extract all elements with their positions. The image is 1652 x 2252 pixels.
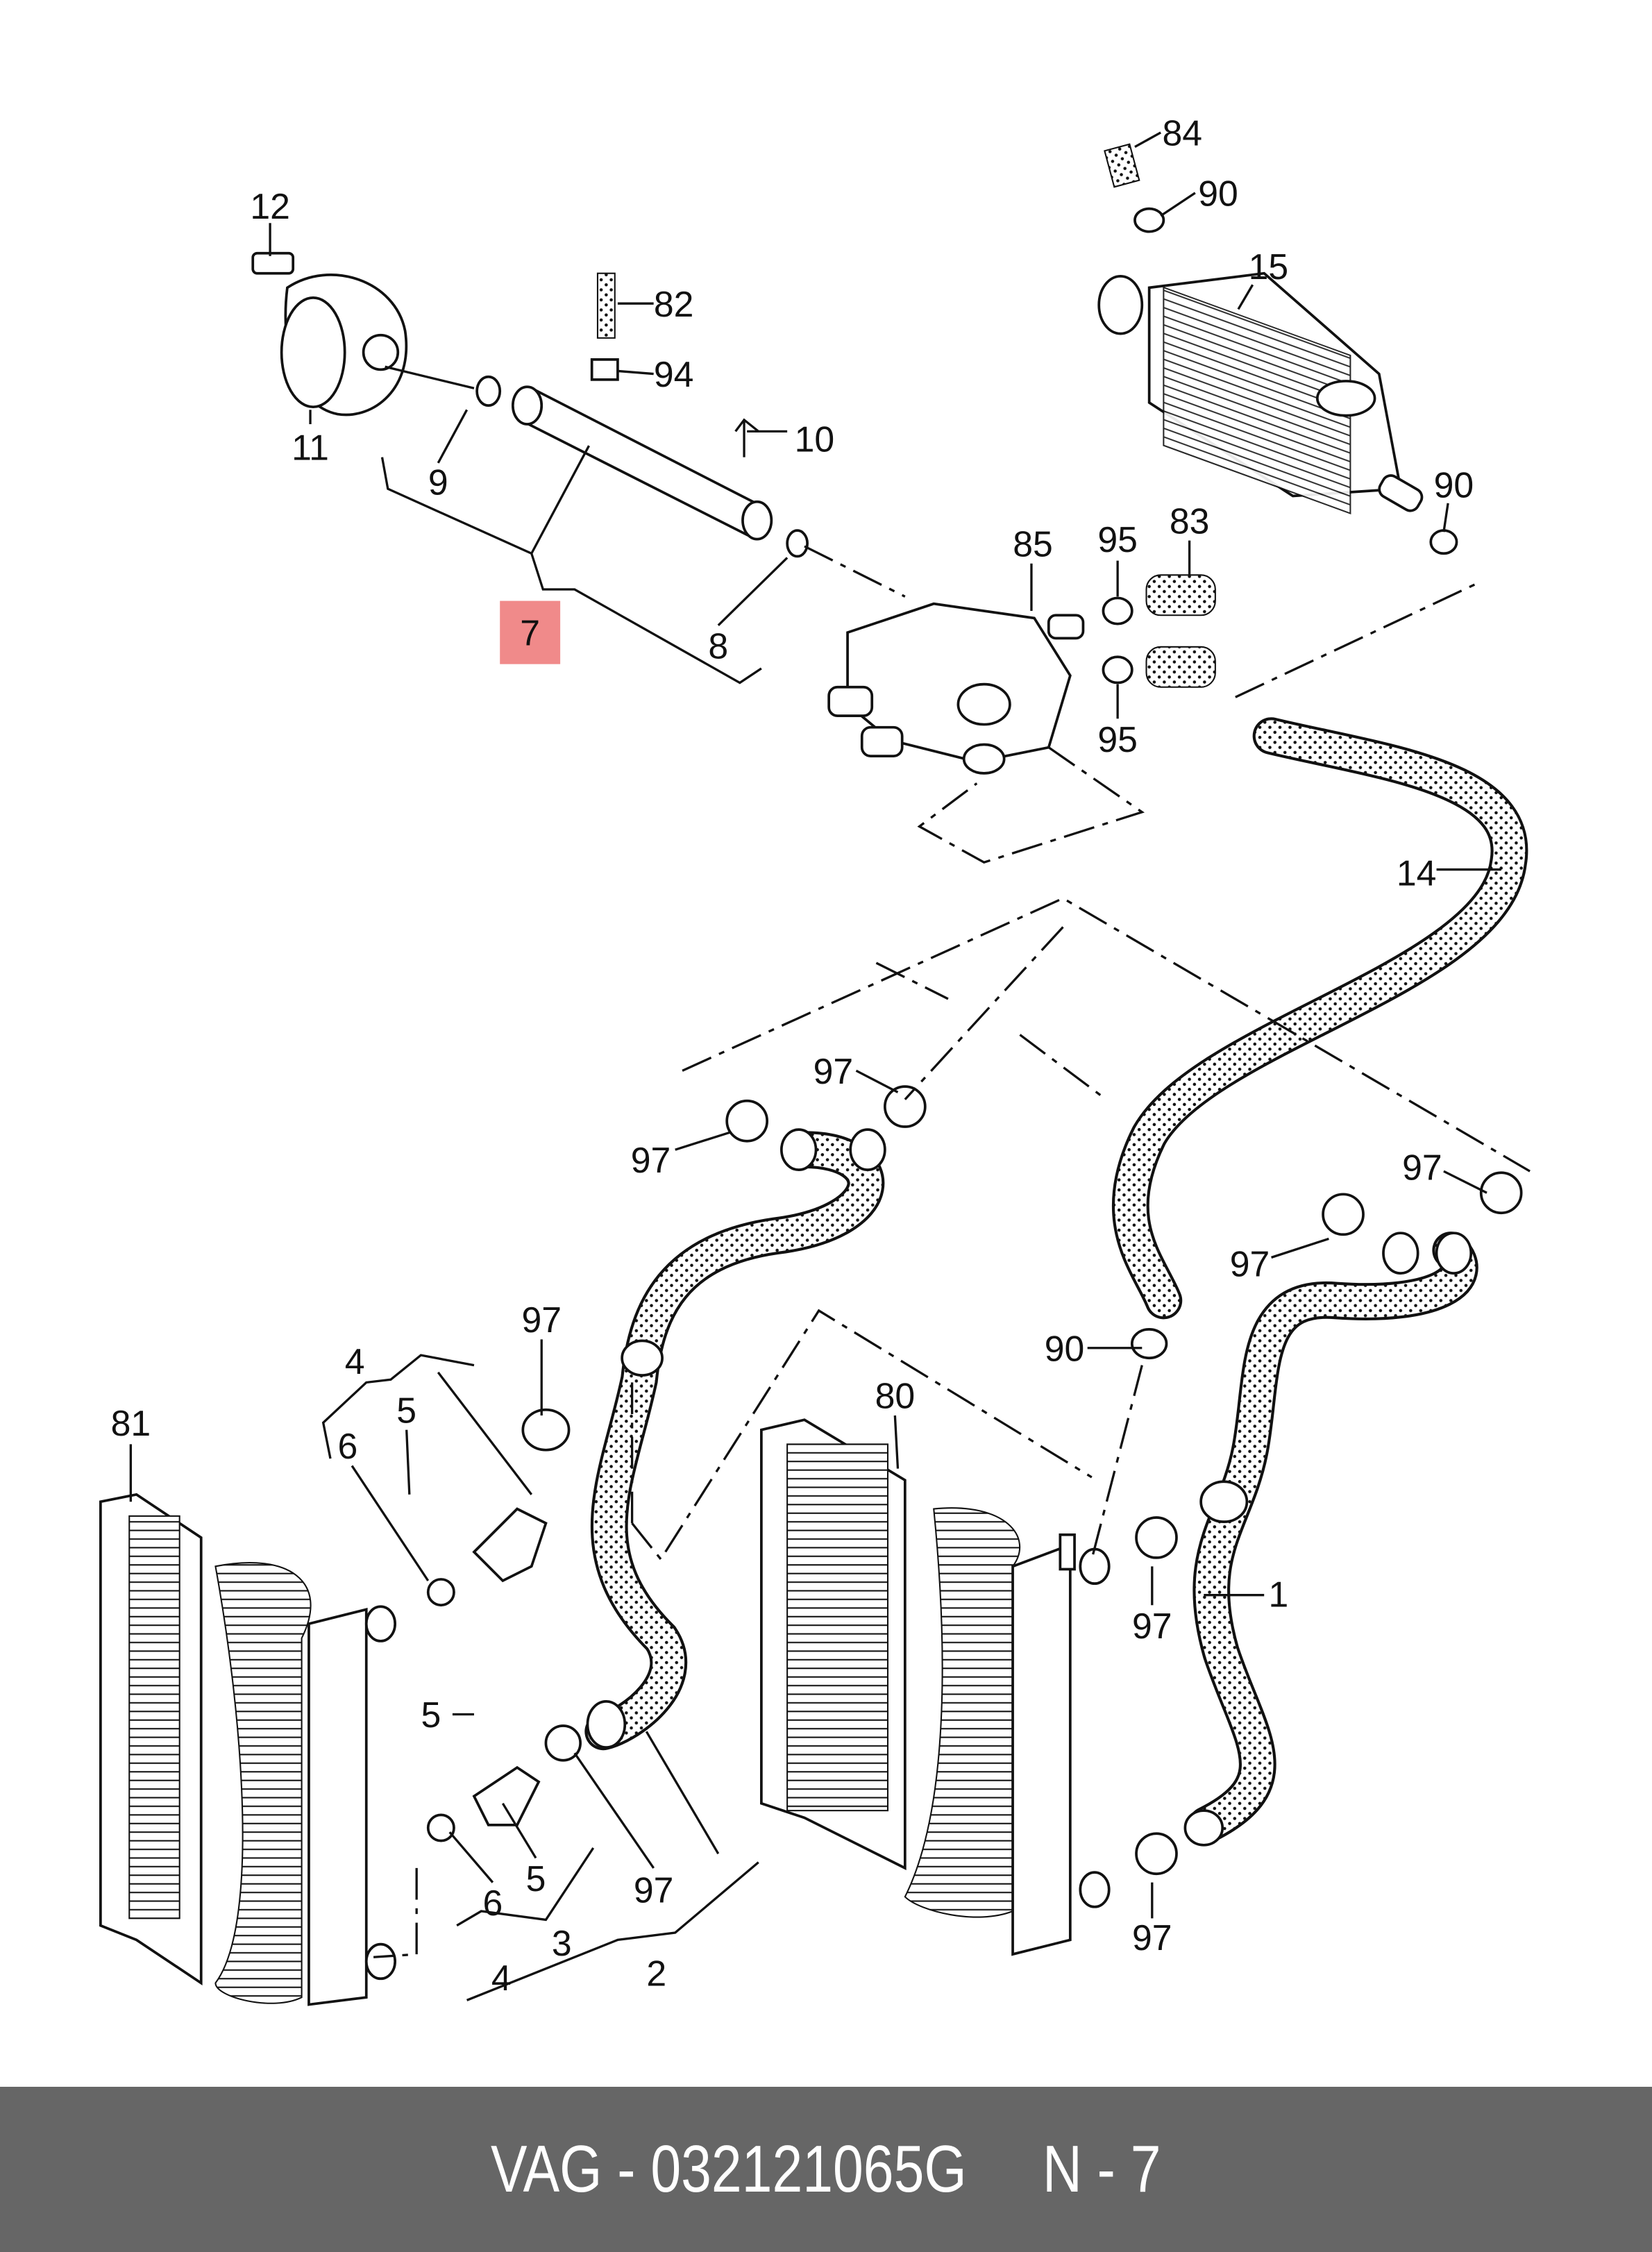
callout-label: 5 (396, 1390, 416, 1430)
callout-label: 95 (1097, 719, 1138, 759)
callout-label: 97 (1402, 1148, 1442, 1188)
callout-label: 11 (292, 428, 329, 468)
callout-label: 10 (795, 419, 835, 459)
callout-label: 80 (875, 1376, 916, 1416)
callout-label: 82 (654, 284, 694, 324)
callout-label: 5 (526, 1858, 546, 1899)
clip-part-10 (734, 418, 759, 457)
thermostat-housing (827, 574, 1216, 775)
callout-label: 3 (552, 1923, 572, 1963)
callout-label: 97 (1132, 1917, 1172, 1958)
callout-label: 94 (654, 354, 694, 394)
callout-label: 5 (421, 1695, 441, 1735)
callout-labels: 12 82 94 10 11 9 7 8 84 90 15 90 85 95 8… (111, 113, 1474, 1998)
hose-1 (1190, 1234, 1476, 1841)
callout-label: 97 (631, 1140, 671, 1180)
part-number-text: VAG - 032121065G N - 7 (491, 2132, 1161, 2206)
callout-label: 85 (1013, 523, 1053, 564)
callout-label: 15 (1249, 246, 1289, 287)
callout-label: 90 (1434, 465, 1474, 505)
callout-label: 14 (1397, 852, 1437, 893)
callout-label: 83 (1170, 501, 1210, 541)
callout-label: 1 (1269, 1574, 1289, 1614)
radiator-80 (760, 1418, 1111, 1956)
intercooler (1097, 143, 1458, 555)
callout-label: 90 (1045, 1328, 1085, 1368)
callout-label: 97 (1230, 1243, 1270, 1284)
part-number-footer: VAG - 032121065G N - 7 (0, 2087, 1652, 2252)
callout-label: 97 (521, 1300, 562, 1340)
callout-label: 6 (482, 1883, 503, 1923)
callout-label: 95 (1097, 519, 1138, 560)
callout-label: 97 (814, 1051, 854, 1091)
callout-label: 2 (646, 1953, 666, 1994)
callout-label: 6 (337, 1426, 357, 1466)
radiator-81 (99, 1493, 396, 2006)
exploded-parts-diagram: 12 82 94 10 11 9 7 8 84 90 15 90 85 95 8… (99, 113, 1531, 2006)
callout-label: 8 (708, 625, 728, 666)
callout-label: 12 (250, 186, 290, 226)
callout-label: 9 (428, 462, 448, 502)
callout-label: 97 (634, 1870, 674, 1910)
callout-label: 90 (1198, 173, 1238, 213)
callout-label: 84 (1162, 113, 1202, 153)
callout-label: 4 (345, 1341, 365, 1381)
callout-label-7-highlighted: 7 (520, 613, 540, 653)
hose-2 (587, 1134, 882, 1748)
callout-label: 4 (491, 1958, 512, 1998)
coolant-pipe-part-7 (475, 272, 809, 558)
callout-label: 81 (111, 1403, 151, 1443)
hose-14 (1115, 720, 1526, 1317)
callout-highlight-box (500, 600, 561, 664)
callout-label: 97 (1132, 1606, 1172, 1646)
leader-lines (129, 131, 1501, 2001)
assembly-guide-lines (373, 430, 1531, 1958)
water-pump (251, 251, 408, 417)
